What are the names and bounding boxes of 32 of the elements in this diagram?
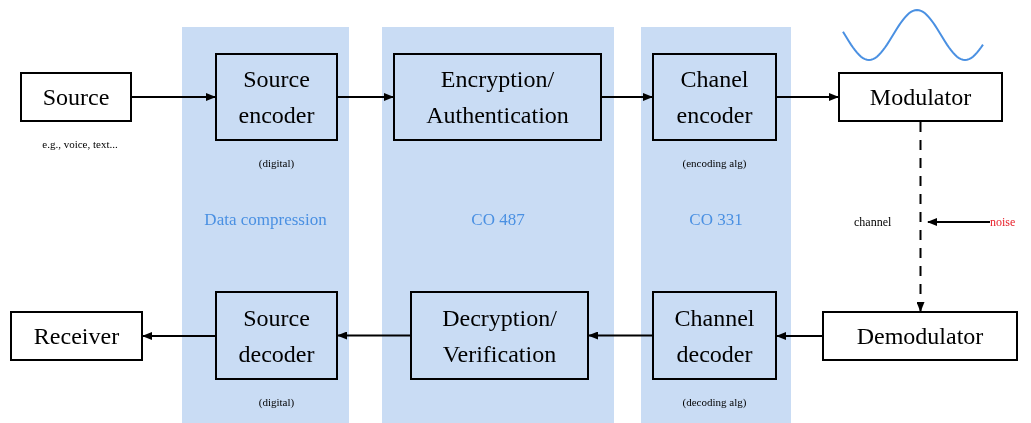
process-box: Receiver: [10, 311, 143, 361]
band-label: CO 487: [470, 209, 526, 231]
process-box: Channel decoder: [652, 291, 777, 380]
process-box: Source encoder: [215, 53, 338, 141]
arrow: [337, 93, 394, 101]
arrow: [927, 218, 991, 226]
stage-band: [641, 27, 791, 423]
arrow: [776, 93, 839, 101]
arrow: [337, 331, 411, 340]
noise-label: noise: [990, 212, 1030, 232]
arrow: [601, 93, 653, 101]
process-box: Source: [20, 72, 132, 122]
annotation-text: (decoding alg): [681, 395, 748, 410]
process-box: Decryption/ Verification: [410, 291, 589, 380]
stage-band: [382, 27, 614, 423]
process-box: Demodulator: [822, 311, 1018, 361]
process-box: Modulator: [838, 72, 1003, 122]
arrow: [131, 93, 216, 101]
process-box: Source decoder: [215, 291, 338, 380]
annotation-text: (digital): [257, 395, 296, 410]
process-box: Encryption/ Authentication: [393, 53, 602, 141]
band-label: Data compression: [203, 209, 328, 231]
arrow: [776, 332, 823, 340]
annotation-text: (encoding alg): [681, 156, 748, 171]
stage-band: [182, 27, 349, 423]
annotation-text: e.g., voice, text...: [41, 137, 119, 152]
band-label: CO 331: [688, 209, 744, 231]
annotation-text: (digital): [257, 156, 296, 171]
process-box: Chanel encoder: [652, 53, 777, 141]
arrow: [142, 332, 216, 340]
arrow: [588, 331, 653, 340]
arrow: [916, 121, 925, 312]
